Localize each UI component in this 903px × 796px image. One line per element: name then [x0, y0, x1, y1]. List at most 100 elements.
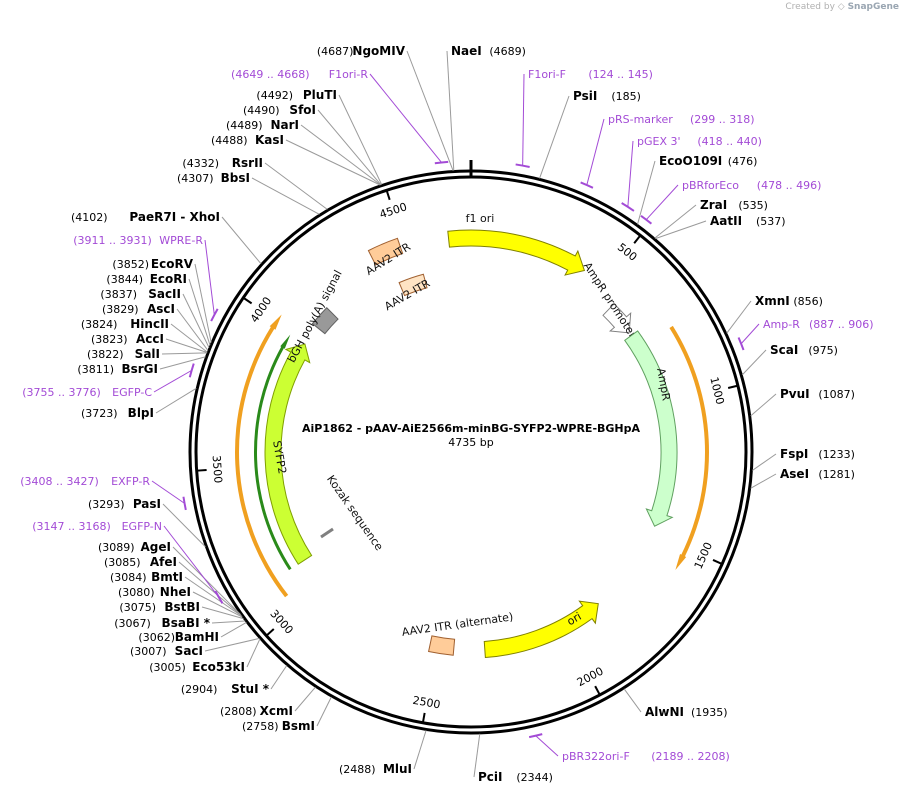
- tick-label: 3000: [267, 607, 295, 637]
- tick-label: 1500: [692, 540, 715, 571]
- restriction-site[interactable]: SacII(3837): [100, 287, 181, 301]
- tick-mark: [242, 296, 253, 305]
- restriction-site[interactable]: PvuI(1087): [780, 387, 855, 401]
- map-title: AiP1862 - pAAV-AiE2566m-minBG-SYFP2-WPRE…: [302, 422, 641, 435]
- primer[interactable]: Amp-R(887 .. 906): [763, 318, 874, 331]
- restriction-site[interactable]: StuI *(2904): [181, 682, 270, 696]
- primer[interactable]: pRS-marker(299 .. 318): [608, 113, 755, 126]
- primer-range: (418 .. 440): [697, 135, 762, 148]
- tick-mark: [385, 189, 391, 201]
- restriction-site[interactable]: EcoO109I(476): [659, 154, 757, 168]
- site-position: (3829): [102, 303, 139, 316]
- restriction-site[interactable]: BstBI(3075): [119, 600, 200, 614]
- primer-leader-line: [369, 73, 442, 163]
- restriction-site[interactable]: SacI(3007): [130, 644, 203, 658]
- primer-range: (3408 .. 3427): [20, 475, 99, 488]
- ampr-arrow: [624, 330, 678, 527]
- restriction-site[interactable]: PluTI(4492): [256, 88, 337, 102]
- site-leader-line: [184, 576, 242, 617]
- primer[interactable]: F1ori-F(124 .. 145): [528, 68, 653, 81]
- primer[interactable]: EXFP-R (3408 .. 3427): [20, 475, 150, 488]
- restriction-site[interactable]: NheI(3080): [118, 585, 191, 599]
- ampr-promoter-label: AmpR promoter: [581, 260, 640, 341]
- restriction-site[interactable]: XcmI(2808): [220, 704, 293, 718]
- site-position: (2758): [242, 720, 279, 733]
- restriction-site[interactable]: AscI (3829): [102, 302, 175, 316]
- credit-brand: SnapGene: [847, 2, 899, 12]
- primer-name: EXFP-R: [111, 475, 150, 488]
- primer[interactable]: pBR322ori-F(2189 .. 2208): [562, 750, 730, 763]
- primer-arc: [737, 337, 745, 351]
- primer[interactable]: F1ori-R(4649 .. 4668): [231, 68, 368, 81]
- restriction-site[interactable]: KasI(4488): [211, 133, 284, 147]
- restriction-site[interactable]: NgoMIV(4687): [317, 44, 406, 58]
- primer-leader-line: [153, 369, 192, 393]
- restriction-site[interactable]: AfeI(3085): [104, 555, 177, 569]
- site-position: (4689): [489, 45, 526, 58]
- primer[interactable]: WPRE-R(3911 .. 3931): [73, 234, 203, 247]
- site-leader-line: [178, 561, 242, 616]
- restriction-site[interactable]: RsrII(4332): [182, 156, 263, 170]
- site-leader-line: [473, 733, 481, 778]
- site-position: (185): [611, 90, 641, 103]
- site-name: PvuI: [780, 387, 810, 401]
- restriction-site[interactable]: SfoI(4490): [243, 103, 316, 117]
- site-name: SacII: [148, 287, 181, 301]
- site-leader-line: [211, 620, 246, 624]
- primer-range: (124 .. 145): [588, 68, 653, 81]
- site-name: AscI: [147, 302, 175, 316]
- restriction-site[interactable]: MluI(2488): [339, 762, 412, 776]
- restriction-site[interactable]: ScaI(975): [770, 343, 838, 357]
- restriction-site[interactable]: AlwNI(1935): [645, 705, 728, 719]
- site-position: (4488): [211, 134, 248, 147]
- restriction-site[interactable]: EcoRV(3852): [112, 257, 193, 271]
- primer-leader-line: [535, 735, 559, 757]
- site-name: SalI: [135, 347, 160, 361]
- primer-leader-line: [627, 140, 634, 207]
- restriction-site[interactable]: FspI(1233): [780, 447, 855, 461]
- restriction-site[interactable]: BamHI(3062): [138, 630, 219, 644]
- primer[interactable]: pGEX 3'(418 .. 440): [637, 135, 762, 148]
- primer-leader-line: [740, 323, 760, 345]
- site-name: MluI: [383, 762, 412, 776]
- primer[interactable]: EGFP-C(3755 .. 3776): [22, 386, 152, 399]
- site-name: NgoMIV: [352, 44, 405, 58]
- site-name: XcmI: [260, 704, 293, 718]
- restriction-site[interactable]: PsiI(185): [573, 89, 641, 103]
- site-position: (3811): [77, 363, 114, 376]
- restriction-site[interactable]: PasI(3293): [88, 497, 161, 511]
- site-name: EcoRI: [150, 272, 187, 286]
- restriction-site[interactable]: AgeI(3089): [98, 540, 171, 554]
- restriction-site[interactable]: Eco53kI(3005): [149, 660, 245, 674]
- site-leader-line: [165, 338, 208, 353]
- primer[interactable]: EGFP-N(3147 .. 3168): [32, 520, 162, 533]
- restriction-site[interactable]: AccI(3823): [91, 332, 164, 346]
- site-leader-line: [413, 730, 427, 770]
- restriction-site[interactable]: SalI(3822): [87, 347, 160, 361]
- restriction-site[interactable]: BbsI(4307): [177, 171, 250, 185]
- site-name: AatII: [710, 214, 742, 228]
- restriction-site[interactable]: BsmI(2758): [242, 719, 315, 733]
- restriction-site[interactable]: BmtI(3084): [110, 570, 183, 584]
- restriction-site[interactable]: NarI(4489): [226, 118, 299, 132]
- site-name: BsmI: [282, 719, 315, 733]
- restriction-site[interactable]: NaeI(4689): [451, 44, 526, 58]
- restriction-site[interactable]: HincII(3824): [81, 317, 169, 331]
- primer-range: (478 .. 496): [757, 179, 822, 192]
- restriction-site[interactable]: ZraI(535): [700, 198, 768, 212]
- restriction-site[interactable]: XmnI(856): [755, 294, 823, 308]
- restriction-site[interactable]: PaeR7I - XhoI(4102): [71, 210, 220, 224]
- site-name: BsaBI *: [162, 616, 211, 630]
- primer-arc: [434, 160, 449, 165]
- restriction-site[interactable]: BsrGI(3811): [77, 362, 158, 376]
- restriction-site[interactable]: AatII(537): [710, 214, 786, 228]
- syfp2-label: SYFP2: [270, 440, 289, 475]
- restriction-site[interactable]: PciI(2344): [478, 770, 553, 784]
- restriction-site[interactable]: AseI(1281): [780, 467, 855, 481]
- site-name: EcoRV: [151, 257, 194, 271]
- primer[interactable]: pBRforEco(478 .. 496): [682, 179, 821, 192]
- restriction-site[interactable]: BlpI(3723): [81, 406, 154, 420]
- ampr-promoter-arrow: [602, 303, 632, 334]
- restriction-site[interactable]: EcoRI(3844): [106, 272, 187, 286]
- restriction-site[interactable]: BsaBI *(3067): [114, 616, 211, 630]
